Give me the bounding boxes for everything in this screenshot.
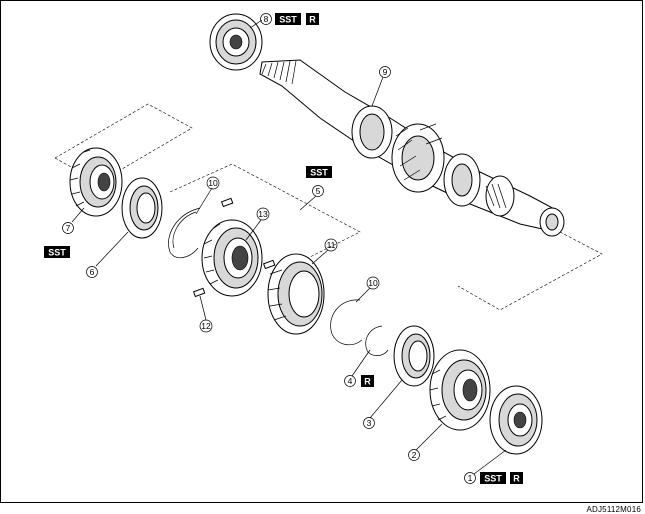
svg-text:11: 11	[327, 240, 336, 250]
snap-ring-10-right	[330, 299, 363, 346]
callout-13: 13	[256, 207, 270, 221]
svg-text:4: 4	[348, 376, 353, 386]
r-badge-1: R	[510, 472, 523, 484]
callout-4: 4	[344, 375, 356, 387]
svg-text:1: 1	[468, 473, 473, 483]
snap-ring-10-left	[168, 207, 201, 259]
svg-text:8: 8	[264, 14, 269, 24]
sst-badge-1: SST	[480, 472, 506, 484]
svg-text:SST: SST	[48, 248, 66, 258]
callout-6: 6	[86, 266, 98, 278]
callout-7: 7	[62, 222, 74, 234]
svg-text:10: 10	[208, 178, 218, 188]
clutch-hub-13	[201, 219, 263, 297]
callout-3: 3	[363, 417, 375, 429]
clutch-sleeve-11	[267, 253, 325, 335]
svg-text:R: R	[364, 377, 371, 387]
svg-text:13: 13	[258, 209, 268, 219]
snap-ring-4	[365, 325, 389, 356]
callout-9: 9	[379, 66, 391, 78]
svg-text:SST: SST	[279, 15, 297, 25]
callout-5: 5	[312, 185, 324, 197]
diagram-frame	[0, 0, 643, 503]
svg-text:R: R	[309, 15, 316, 25]
badges: SST R SST SST R SST R	[44, 13, 523, 484]
callout-10-left: 10	[206, 176, 220, 190]
bearing-1	[489, 385, 543, 455]
bearing-8	[209, 13, 263, 71]
r-badge-8: R	[306, 13, 319, 25]
svg-text:R: R	[513, 474, 520, 484]
callout-11: 11	[324, 238, 338, 252]
synchro-ring-6	[121, 177, 163, 239]
svg-text:9: 9	[383, 67, 388, 77]
svg-text:SST: SST	[310, 168, 328, 178]
sst-badge-7: SST	[44, 246, 70, 258]
assembly-guide-lines	[54, 103, 603, 311]
gear-7	[69, 147, 123, 217]
svg-text:2: 2	[412, 450, 417, 460]
callout-2: 2	[408, 449, 420, 461]
synchro-keys-12	[192, 197, 276, 298]
main-shaft-9	[259, 59, 565, 237]
svg-text:10: 10	[368, 278, 378, 288]
svg-text:SST: SST	[484, 474, 502, 484]
svg-text:5: 5	[316, 186, 321, 196]
callout-10-right: 10	[366, 276, 380, 290]
callouts: 8 9 7 6 10 13 5 11 10 12 4 3 2 1	[62, 13, 476, 484]
svg-text:6: 6	[90, 267, 95, 277]
callout-8: 8	[260, 13, 272, 25]
gear-2	[429, 349, 491, 431]
callout-1: 1	[464, 472, 476, 484]
sst-badge-5: SST	[306, 166, 332, 178]
callout-12: 12	[199, 319, 213, 333]
svg-text:7: 7	[66, 223, 71, 233]
sst-badge-8: SST	[275, 13, 301, 25]
leader-lines	[71, 19, 507, 475]
figure-code: ADJ5112M016	[586, 505, 641, 514]
svg-text:3: 3	[367, 418, 372, 428]
synchro-ring-3	[393, 325, 435, 387]
svg-text:12: 12	[201, 321, 211, 331]
r-badge-4: R	[361, 375, 374, 387]
